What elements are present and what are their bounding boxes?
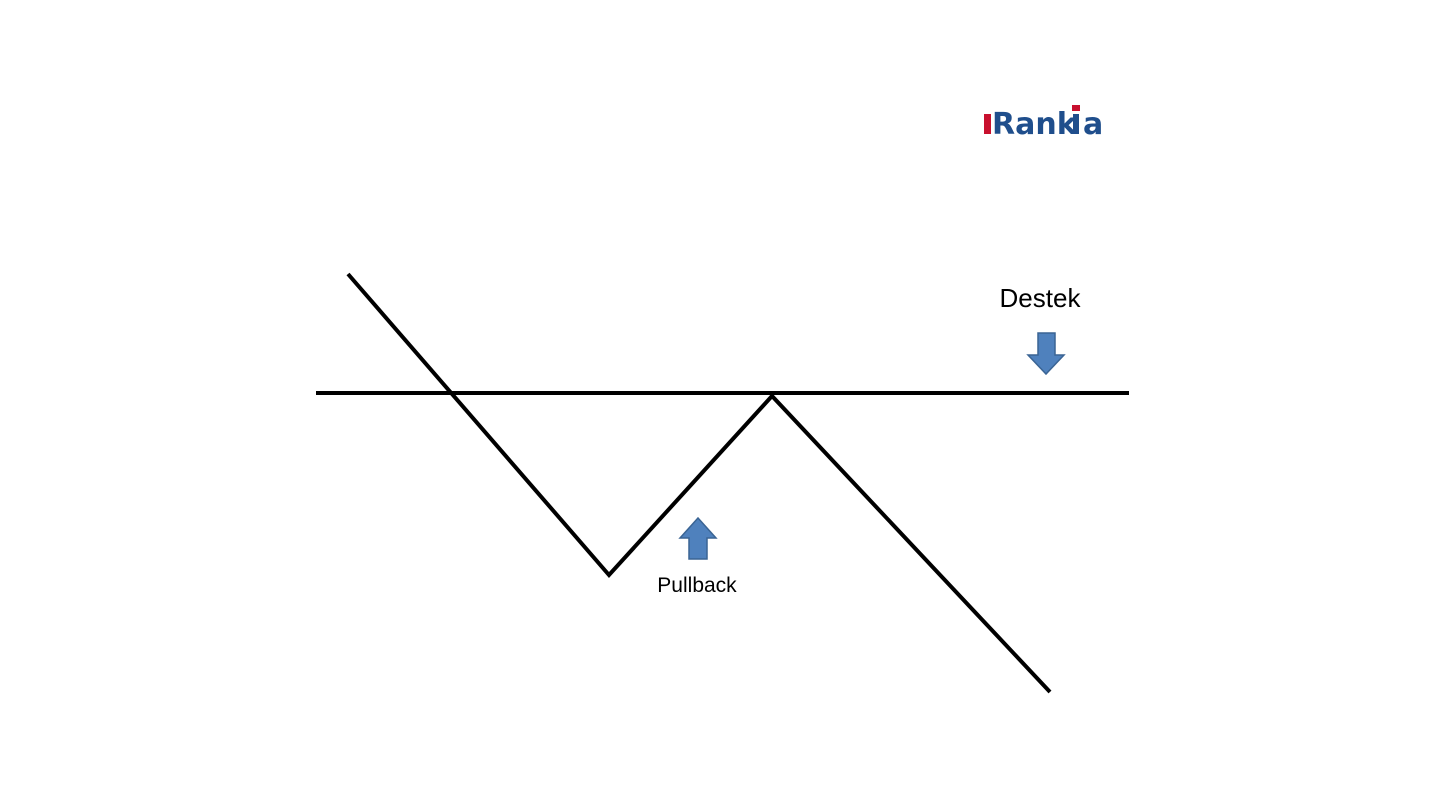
logo-accent-bar [984,114,991,134]
up-arrow-icon [678,516,718,560]
pullback-label: Pullback [657,574,737,597]
logo-i-dot [1072,105,1080,111]
down-arrow-icon [1026,332,1066,376]
logo-text-main: Rank [992,107,1078,142]
price-path [346,272,1052,694]
support-label: Destek [1000,283,1082,313]
rankia-logo: Rank a [984,105,1103,142]
logo-i-stem [1073,114,1079,134]
logo-text-suffix: a [1083,107,1103,142]
